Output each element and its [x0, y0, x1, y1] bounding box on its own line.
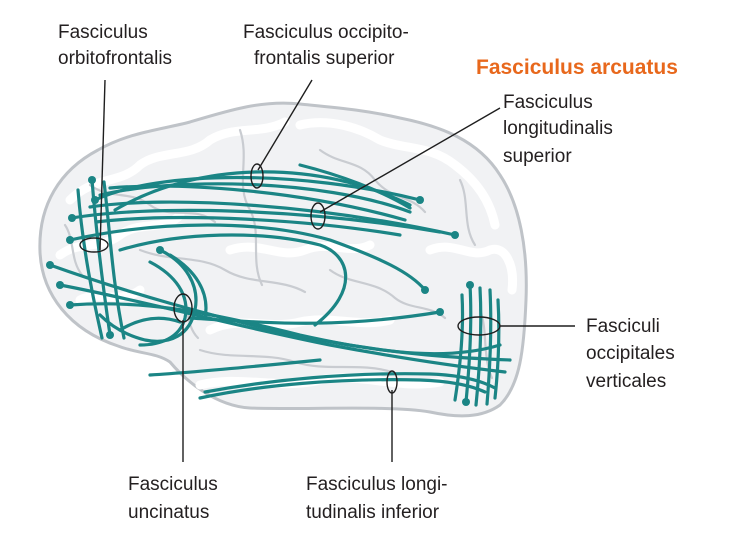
fiber-path	[493, 298, 501, 400]
fiber-path	[148, 358, 322, 377]
label-arcuatus: Fasciculus arcuatus	[476, 56, 678, 79]
fiber-path	[188, 310, 442, 325]
label-longitudinalis-inferior: Fasciculus longi- tudinalis inferior	[306, 474, 453, 523]
fiber-end-dot	[68, 214, 76, 222]
leader-ring-longitudinalis-inferior	[386, 370, 398, 394]
fiber-path	[76, 188, 104, 340]
leader-ring-uncinatus	[173, 293, 193, 323]
label-orbitofrontalis: Fasciculus orbitofrontalis	[58, 22, 172, 69]
fiber-path	[68, 302, 502, 356]
fiber-end-dot	[416, 196, 424, 204]
fiber-path	[118, 316, 182, 332]
fiber-end-dot	[106, 331, 114, 339]
fiber-end-dot	[46, 261, 54, 269]
fiber-path	[198, 378, 487, 400]
fiber-end-dot	[88, 176, 96, 184]
fiber-end-dot	[451, 231, 459, 239]
fiber-path	[474, 286, 483, 407]
leader-ring-occipitofrontalis	[250, 163, 264, 189]
fiber-path	[203, 372, 497, 394]
fiber-end-dot	[66, 236, 74, 244]
fiber-path	[108, 184, 407, 222]
leader-longitudinalis-superior	[319, 107, 501, 213]
fiber-end-dot	[91, 196, 99, 204]
fiber-end-dot	[56, 281, 64, 289]
fiber-path	[94, 215, 402, 237]
leader-occipitofrontalis	[257, 79, 313, 171]
fiber-path	[168, 253, 208, 320]
label-uncinatus: Fasciculus uncinatus	[128, 474, 223, 523]
fiber-end-dot	[66, 301, 74, 309]
fiber-end-dot	[421, 286, 429, 294]
leader-ring-orbitofrontalis	[79, 237, 109, 253]
fiber-path	[453, 293, 465, 402]
fiber-tracts	[48, 163, 512, 407]
fiber-path	[485, 288, 493, 406]
fiber-end-dot	[436, 308, 444, 316]
fiber-end-dot	[462, 398, 470, 406]
label-occipitofrontalis: Fasciculus occipito- frontalis superior	[243, 22, 414, 69]
leader-lines	[79, 79, 575, 462]
fiber-path	[118, 233, 348, 327]
leader-orbitofrontalis	[99, 79, 106, 251]
leader-ring-occipitales-verticales	[457, 316, 501, 336]
fiber-end-dot	[466, 281, 474, 289]
fiber-path	[68, 223, 427, 292]
fiber-path	[464, 283, 473, 404]
fiber-path	[98, 182, 412, 214]
leader-ring-longitudinalis-superior	[310, 202, 326, 230]
fiber-end-dot	[156, 246, 164, 254]
fiber-endpoints	[46, 176, 474, 406]
fiber-path	[138, 260, 188, 347]
label-longitudinalis-superior: Fasciculus longitudinalis superior	[503, 92, 618, 167]
fiber-path	[102, 180, 126, 340]
fiber-path	[298, 163, 412, 210]
label-occipitales-verticales: Fasciculi occipitales verticales	[586, 316, 680, 392]
